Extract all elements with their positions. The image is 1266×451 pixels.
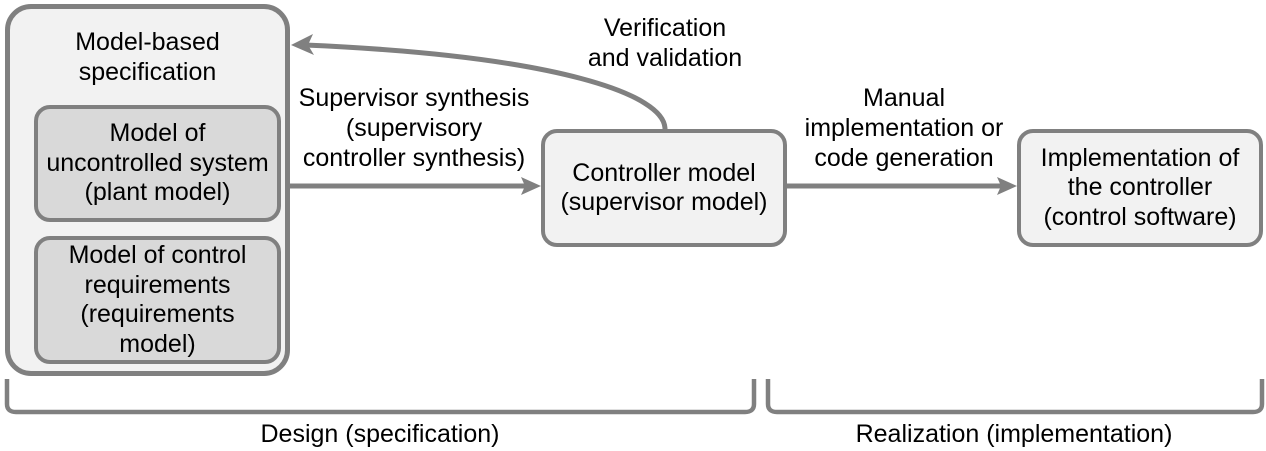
- implementation-box[interactable]: Implementation of the controller (contro…: [1017, 129, 1263, 247]
- controller-model-label: Controller model (supervisor model): [560, 158, 768, 217]
- edge-label-manual-implementation: Manual implementation or code generation: [804, 84, 1004, 172]
- arrow-supervisor-synthesis: [290, 177, 541, 195]
- brace-realization-phase: [765, 379, 1265, 415]
- implementation-label: Implementation of the controller (contro…: [1040, 143, 1240, 231]
- edge-label-verification-and-validation: Verification and validation: [587, 14, 743, 72]
- edge-label-supervisor-synthesis: Supervisor synthesis (supervisory contro…: [298, 84, 530, 172]
- brace-design-phase: [4, 379, 757, 415]
- controller-model-box[interactable]: Controller model (supervisor model): [541, 129, 787, 247]
- phase-label-realization: Realization (implementation): [855, 420, 1173, 448]
- model-based-specification-group[interactable]: Model-based specification Model of uncon…: [5, 4, 290, 376]
- requirements-model-box[interactable]: Model of control requirements (requireme…: [34, 236, 281, 364]
- model-based-specification-title: Model-based specification: [75, 28, 220, 86]
- arrow-manual-implementation: [787, 177, 1017, 195]
- phase-label-design: Design (specification): [260, 420, 500, 448]
- plant-model-box[interactable]: Model of uncontrolled system (plant mode…: [34, 105, 281, 222]
- requirements-model-label: Model of control requirements (requireme…: [68, 241, 247, 358]
- plant-model-label: Model of uncontrolled system (plant mode…: [46, 119, 269, 207]
